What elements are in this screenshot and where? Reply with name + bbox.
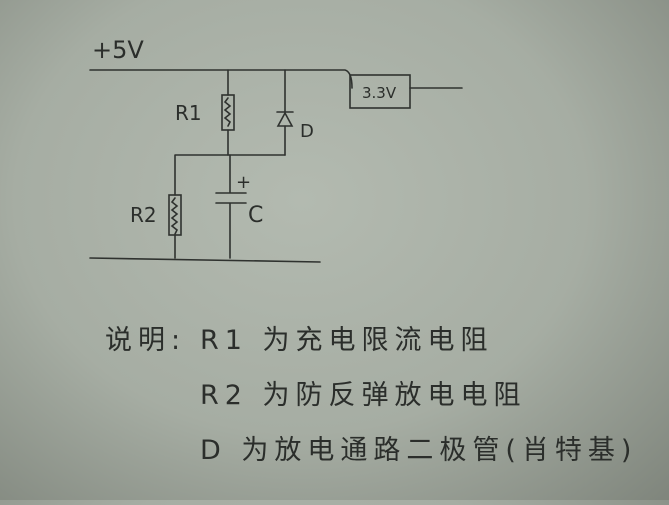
diode-label: D xyxy=(300,121,314,142)
regulator-box xyxy=(349,74,411,109)
r2-zigzag xyxy=(170,197,179,235)
note-line-1: R1 为充电限流电阻 xyxy=(200,325,494,356)
capacitor xyxy=(215,154,247,259)
note-line-3: D 为放电通路二极管(肖特基) xyxy=(200,435,638,466)
notes-prefix: 说明: xyxy=(105,325,187,356)
cap-polarity: + xyxy=(236,172,251,193)
r1-resistor xyxy=(221,94,235,131)
r2-resistor xyxy=(168,194,182,236)
note-line-2: R2 为防反弹放电电阻 xyxy=(200,380,527,411)
supply-label: +5V xyxy=(92,36,144,64)
ground-rail xyxy=(89,257,321,263)
supply-rail xyxy=(89,69,353,89)
cap-label: C xyxy=(248,203,263,228)
r1-label: R1 xyxy=(175,101,202,125)
diode-symbol xyxy=(276,111,294,127)
r2-label: R2 xyxy=(130,203,157,227)
r1-zigzag xyxy=(223,97,232,127)
regulator-label: 3.3V xyxy=(362,84,397,102)
